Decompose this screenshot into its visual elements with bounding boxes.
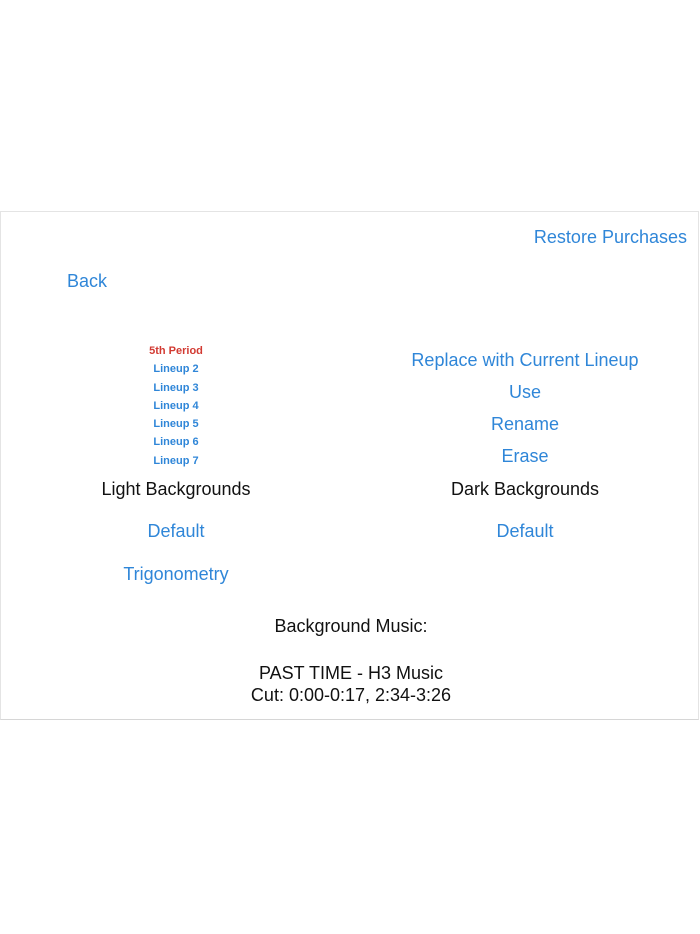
background-music-track[interactable]: PAST TIME - H3 Music Cut: 0:00-0:17, 2:3… [251, 662, 451, 706]
light-background-trigonometry-button[interactable]: Trigonometry [123, 564, 229, 584]
back-button[interactable]: Back [67, 271, 108, 291]
settings-panel: Restore Purchases Back 5th Period Lineup… [0, 211, 699, 720]
lineup-item[interactable]: Lineup 2 [153, 363, 199, 376]
lineup-item[interactable]: Lineup 4 [153, 399, 199, 412]
lineup-item[interactable]: Lineup 5 [153, 418, 199, 431]
lineup-item[interactable]: Lineup 6 [153, 436, 199, 449]
rename-lineup-button[interactable]: Rename [490, 414, 560, 434]
replace-lineup-button[interactable]: Replace with Current Lineup [411, 350, 639, 370]
music-track-title: PAST TIME - H3 Music [258, 663, 444, 683]
dark-backgrounds-heading: Dark Backgrounds [450, 479, 600, 499]
light-backgrounds-heading: Light Backgrounds [101, 479, 251, 499]
use-lineup-button[interactable]: Use [508, 382, 542, 402]
dark-background-default-button[interactable]: Default [496, 521, 554, 541]
erase-lineup-button[interactable]: Erase [501, 446, 549, 466]
lineup-item[interactable]: Lineup 7 [153, 454, 199, 467]
restore-purchases-button[interactable]: Restore Purchases [533, 227, 687, 247]
lineup-item[interactable]: Lineup 3 [153, 381, 199, 394]
light-background-default-button[interactable]: Default [147, 521, 205, 541]
lineup-actions: Replace with Current Lineup Use Rename E… [411, 344, 638, 472]
background-music-label: Background Music: [274, 616, 428, 636]
music-track-cut: Cut: 0:00-0:17, 2:34-3:26 [250, 685, 452, 705]
lineup-list: 5th Period Lineup 2 Lineup 3 Lineup 4 Li… [149, 342, 203, 470]
lineup-item-selected[interactable]: 5th Period [149, 345, 203, 357]
